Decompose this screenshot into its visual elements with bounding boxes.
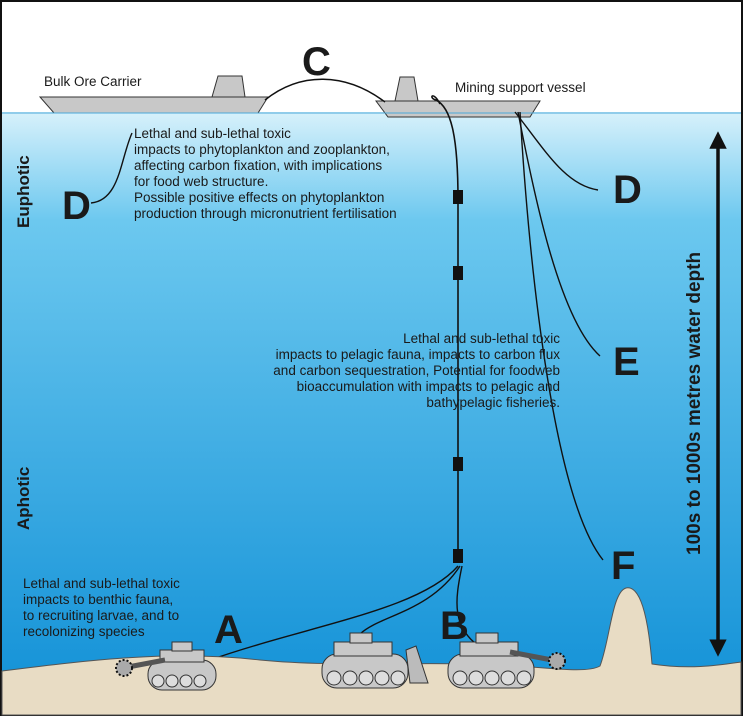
marker-b: B (440, 604, 469, 648)
pelagic-impact-text: Lethal and sub-lethal toxic impacts to p… (273, 331, 560, 410)
riser-pipe (431, 95, 459, 560)
euphotic-impact-text: Lethal and sub-lethal toxic impacts to p… (134, 126, 397, 221)
sky (0, 0, 743, 112)
riser-pump-2 (453, 266, 463, 280)
riser-buffer (453, 549, 463, 563)
seafloor-collector-a (115, 641, 217, 691)
zone-aphotic-label: Aphotic (14, 466, 33, 530)
benthic-impact-text: Lethal and sub-lethal toxic impacts to b… (23, 576, 180, 639)
marker-d-left: D (62, 184, 91, 228)
hose-b1 (359, 565, 461, 635)
hose-a (209, 565, 459, 661)
marker-f: F (611, 544, 636, 588)
marker-e: E (613, 340, 640, 384)
riser-pump-1 (453, 190, 463, 204)
bulk-ore-carrier-ship (38, 75, 269, 114)
marker-d-right: D (613, 168, 642, 212)
riser-pump-3 (453, 457, 463, 471)
discharge-line-d-right (514, 111, 599, 191)
discharge-line-f (519, 111, 604, 561)
bulk-ore-carrier-label: Bulk Ore Carrier (44, 74, 142, 89)
zone-euphotic-label: Euphotic (14, 155, 33, 228)
pointer-line-d-left (90, 132, 133, 204)
discharge-line-e (517, 111, 601, 357)
marker-c: C (302, 40, 331, 84)
marker-a: A (214, 608, 243, 652)
transfer-line-c (264, 78, 386, 103)
seafloor-collector-b1 (321, 632, 429, 689)
seafloor-collector-b2 (447, 632, 566, 689)
depth-label: 100s to 1000s metres water depth (684, 251, 705, 555)
mining-support-vessel-label: Mining support vessel (455, 80, 586, 95)
